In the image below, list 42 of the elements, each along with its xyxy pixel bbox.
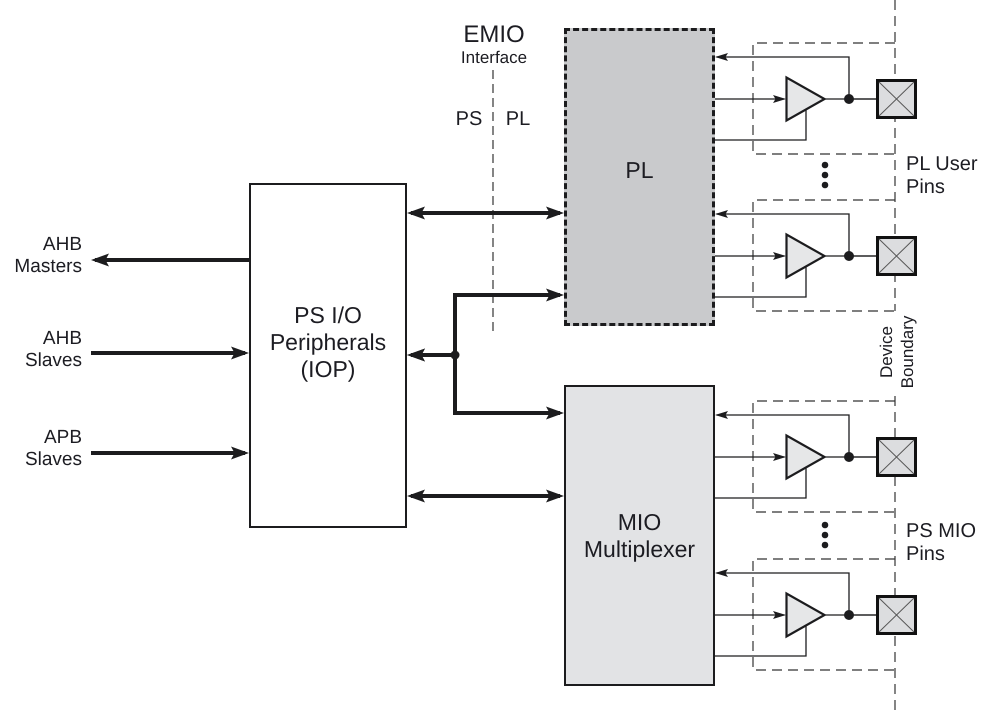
logic-block <box>564 28 715 326</box>
block-label: MIO Multiplexer <box>582 508 696 562</box>
arrow <box>407 490 564 502</box>
bus-label: AHB Masters <box>13 234 82 278</box>
interface-label: Interface <box>460 48 528 68</box>
arrow <box>407 206 564 220</box>
arrow <box>91 254 249 266</box>
pad-symbol <box>876 437 917 477</box>
arrow <box>715 210 876 257</box>
buffer-symbol <box>785 233 826 279</box>
region-label: PL <box>505 107 531 131</box>
interface-label: EMIO <box>462 22 526 48</box>
pin-group-label: PL User Pins <box>906 153 979 199</box>
pad-symbol <box>876 236 917 276</box>
arrow <box>715 453 786 461</box>
arrow <box>715 411 876 458</box>
block-label: PS I/O Peripherals (IOP) <box>268 302 388 383</box>
block-label: PL <box>625 156 654 184</box>
buffer-symbol <box>785 592 826 638</box>
arrow <box>715 569 876 616</box>
arrow <box>715 95 786 103</box>
arrow <box>407 348 564 420</box>
peripherals-block <box>249 183 407 528</box>
connector-line <box>715 266 807 298</box>
connector-line <box>715 109 807 141</box>
arrow <box>715 252 786 260</box>
connector-line <box>715 467 807 499</box>
arrow <box>715 53 876 100</box>
connector-line <box>715 625 807 657</box>
multiplexer-block <box>564 385 715 686</box>
pad-symbol <box>876 79 917 119</box>
arrow <box>715 611 786 619</box>
arrow <box>91 446 249 460</box>
pin-group-label: PS MIO Pins <box>906 520 978 566</box>
bus-label: APB Slaves <box>23 427 82 471</box>
arrow <box>91 346 249 360</box>
boundary-label: Device Boundary <box>876 315 918 389</box>
bus-label: AHB Slaves <box>23 328 82 372</box>
buffer-symbol <box>785 434 826 480</box>
region-label: PS <box>455 107 483 131</box>
buffer-symbol <box>785 76 826 122</box>
pad-symbol <box>876 595 917 635</box>
